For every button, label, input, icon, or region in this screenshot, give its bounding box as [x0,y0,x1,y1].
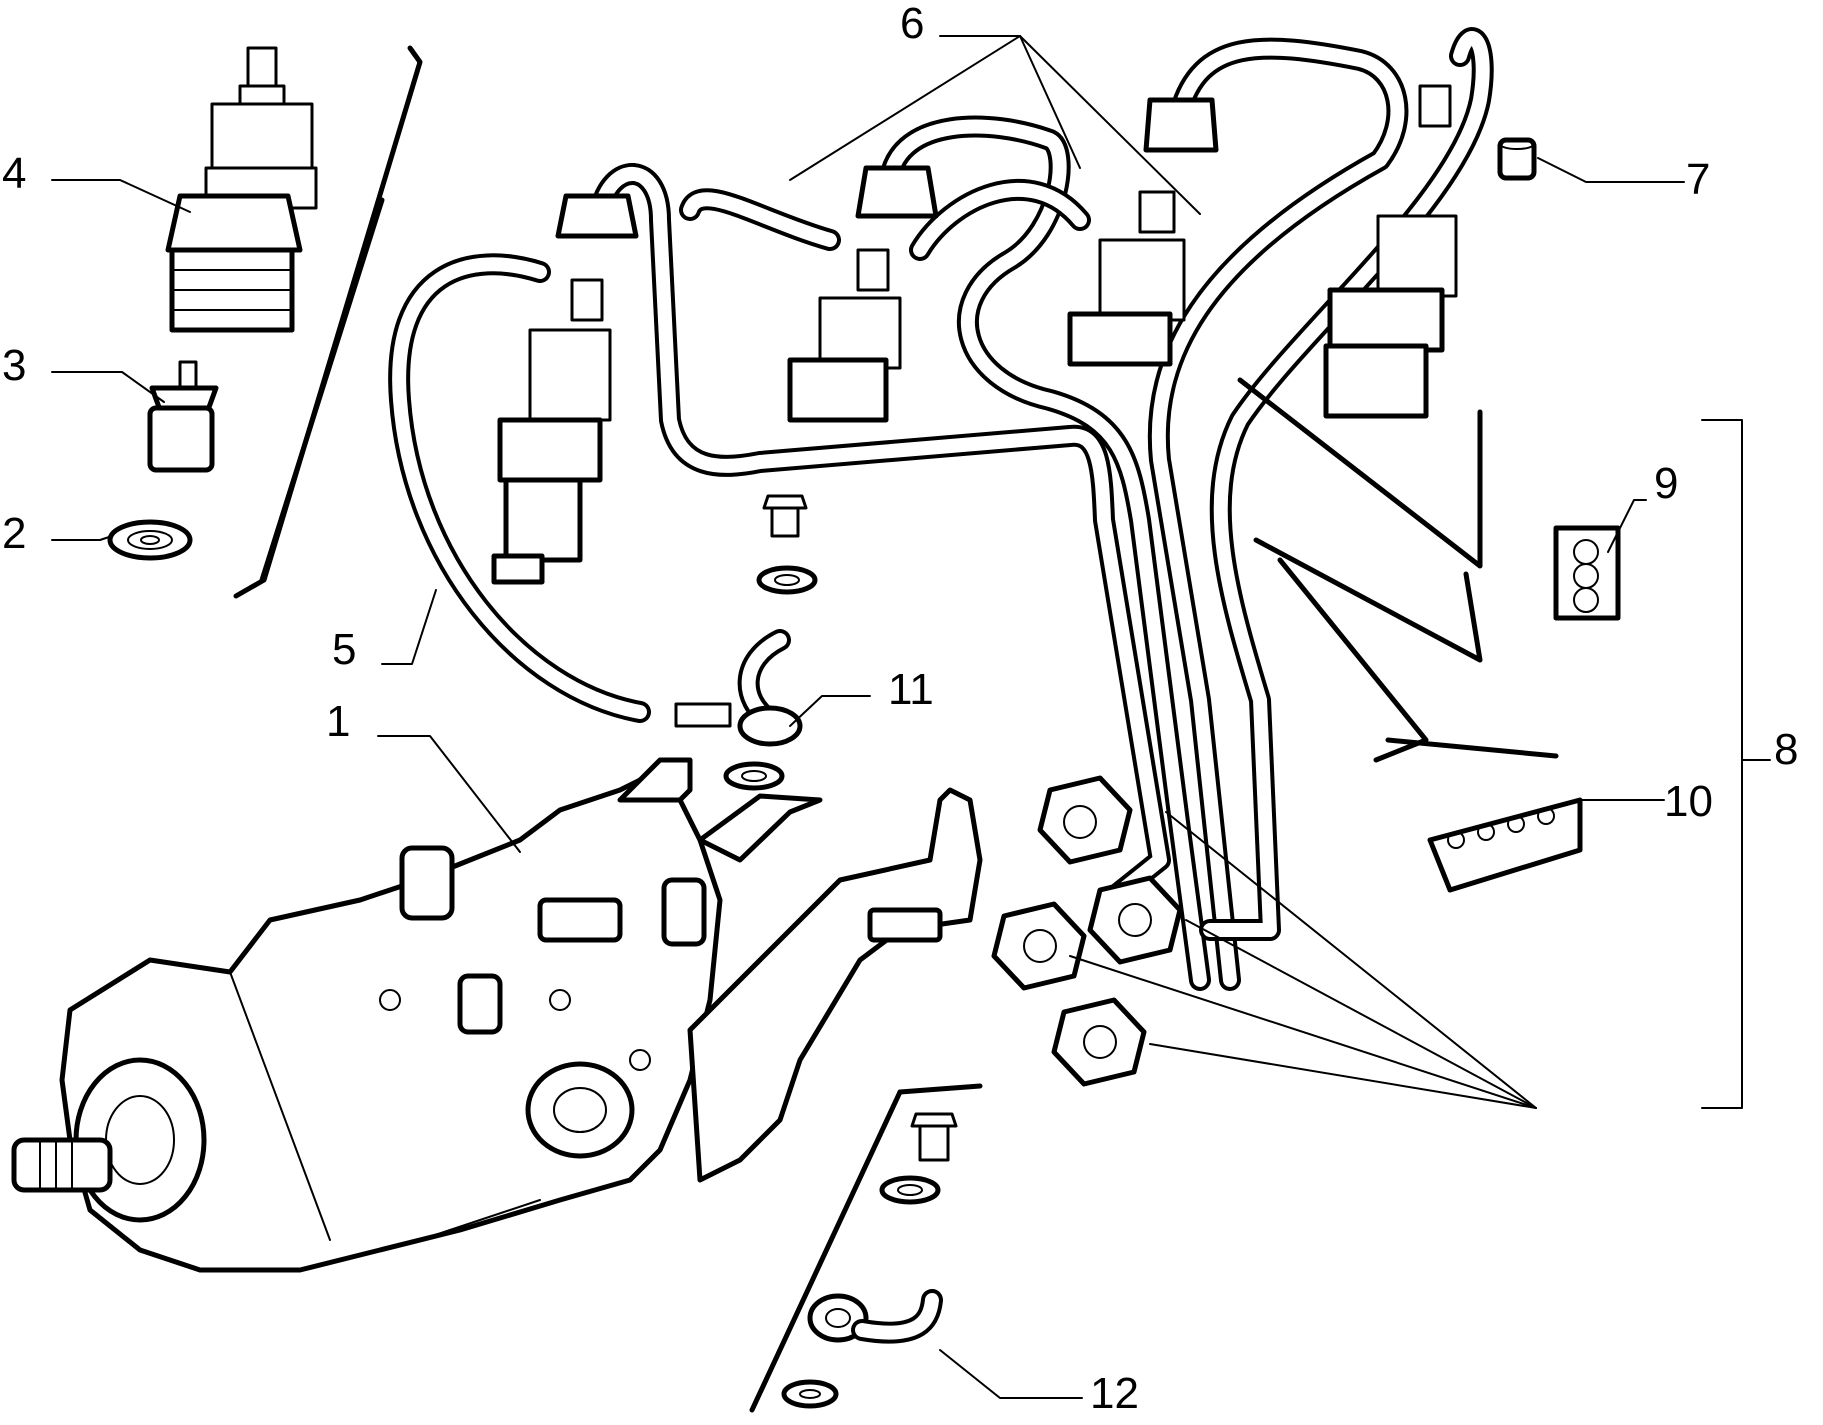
leader-lines [51,35,1771,1399]
nut-3 [991,901,1087,991]
callout-5: 5 [332,625,356,674]
callout-6: 6 [900,0,924,48]
cap-part-7 [1497,137,1537,181]
injector-3 [1067,97,1219,367]
injector-2 [787,165,939,423]
bracket-lines-left [233,45,423,599]
washer-part-2 [107,519,193,561]
clip-part-9 [1553,525,1621,621]
pipe-nuts [991,775,1183,1087]
return-hose-part-5 [388,253,651,723]
nut-2 [1087,875,1183,965]
callout-3: 3 [2,341,26,390]
injector-4 [1323,84,1458,419]
injection-pipes-part-6 [589,27,1494,991]
banjo-fitting-part-11 [674,494,818,791]
banjo-fitting-part-12 [749,1083,983,1413]
nut-1 [1037,775,1133,865]
callout-7: 7 [1686,155,1710,204]
callout-4: 4 [2,149,26,198]
callout-9: 9 [1654,459,1678,508]
callout-8: 8 [1774,725,1798,774]
nozzle-part-3 [147,360,219,473]
callout-1: 1 [326,697,350,746]
callout-2: 2 [2,509,26,558]
callout-11: 11 [888,665,934,714]
callout-10: 10 [1664,777,1713,826]
mounted-injectors [491,84,1458,585]
injection-pump-part-1 [11,757,823,1273]
nut-4 [1051,997,1147,1087]
pump-bracket [687,787,983,1183]
injector-1 [491,193,639,585]
injector-part-4 [165,46,318,333]
callout-12: 12 [1090,1369,1139,1418]
clamp-part-10 [1427,797,1583,893]
